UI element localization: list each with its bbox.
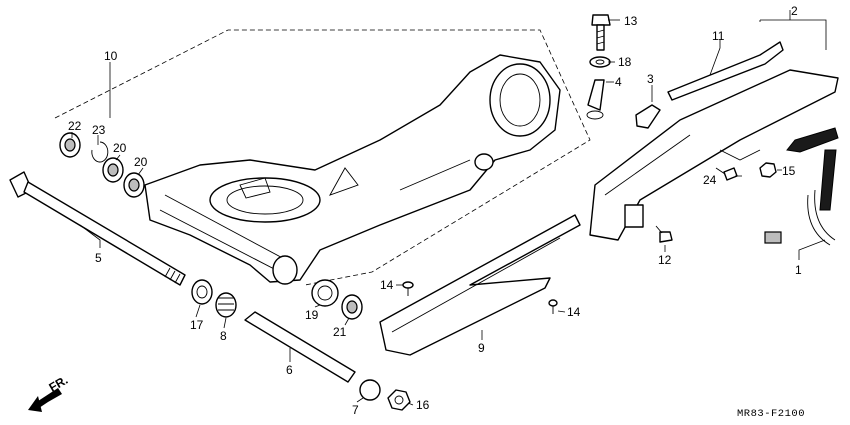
label-17: 17	[190, 318, 204, 332]
label-19: 19	[305, 308, 319, 322]
label-15: 15	[782, 164, 796, 178]
chain-guard-11	[667, 41, 784, 101]
washer-18	[589, 56, 611, 68]
label-12: 12	[658, 253, 672, 267]
drive-chain-1	[764, 127, 839, 246]
bearing-21	[341, 294, 363, 320]
chain-slider-9	[379, 214, 581, 356]
clip-3	[635, 104, 661, 129]
label-16: 16	[416, 398, 430, 412]
label-1: 1	[795, 263, 802, 277]
bushing-19	[311, 279, 339, 307]
label-8: 8	[220, 329, 227, 343]
screw-14b	[548, 299, 558, 314]
label-3: 3	[647, 72, 654, 86]
leader-lines	[71, 10, 827, 406]
spacer-8	[215, 292, 237, 318]
front-arrow: FR.	[28, 373, 70, 412]
swing-arm	[144, 54, 561, 285]
callout-labels: 2 13 11 10 18 3 4 22 23 20 20 15 24 5 12…	[68, 4, 802, 417]
nut-16	[387, 389, 411, 411]
collar-7	[359, 379, 381, 401]
clip-4	[586, 79, 605, 120]
bolt-13	[591, 14, 611, 51]
circlip-23	[91, 141, 109, 163]
label-22: 22	[68, 119, 82, 133]
front-arrow-label: FR.	[47, 373, 71, 395]
label-13: 13	[624, 14, 638, 28]
screw-14a	[402, 281, 414, 296]
label-4: 4	[615, 75, 622, 89]
bearing-22	[59, 132, 81, 158]
bolt-24	[715, 167, 738, 181]
label-20b: 20	[134, 155, 148, 169]
label-11: 11	[712, 29, 725, 43]
label-24: 24	[703, 173, 717, 187]
label-7: 7	[352, 403, 359, 417]
label-2: 2	[791, 4, 798, 18]
bolt-12	[655, 225, 673, 243]
label-6: 6	[286, 363, 293, 377]
label-20a: 20	[113, 141, 127, 155]
label-18: 18	[618, 55, 632, 69]
label-10: 10	[104, 49, 118, 63]
label-5: 5	[95, 251, 102, 265]
assembly-boundary-10	[54, 29, 591, 286]
label-9: 9	[478, 341, 485, 355]
label-14a: 14	[380, 278, 394, 292]
pivot-tube-6	[244, 311, 356, 383]
bearing-20b	[123, 172, 145, 198]
label-23: 23	[92, 123, 106, 137]
nut-15	[759, 162, 777, 178]
diagram-code: MR83-F2100	[737, 408, 805, 420]
chain-case-2	[589, 69, 839, 241]
label-14b: 14	[567, 305, 581, 319]
pivot-bolt-5	[9, 171, 186, 286]
collar-17	[191, 279, 213, 305]
bearing-20a	[102, 157, 124, 183]
label-21: 21	[333, 325, 347, 339]
